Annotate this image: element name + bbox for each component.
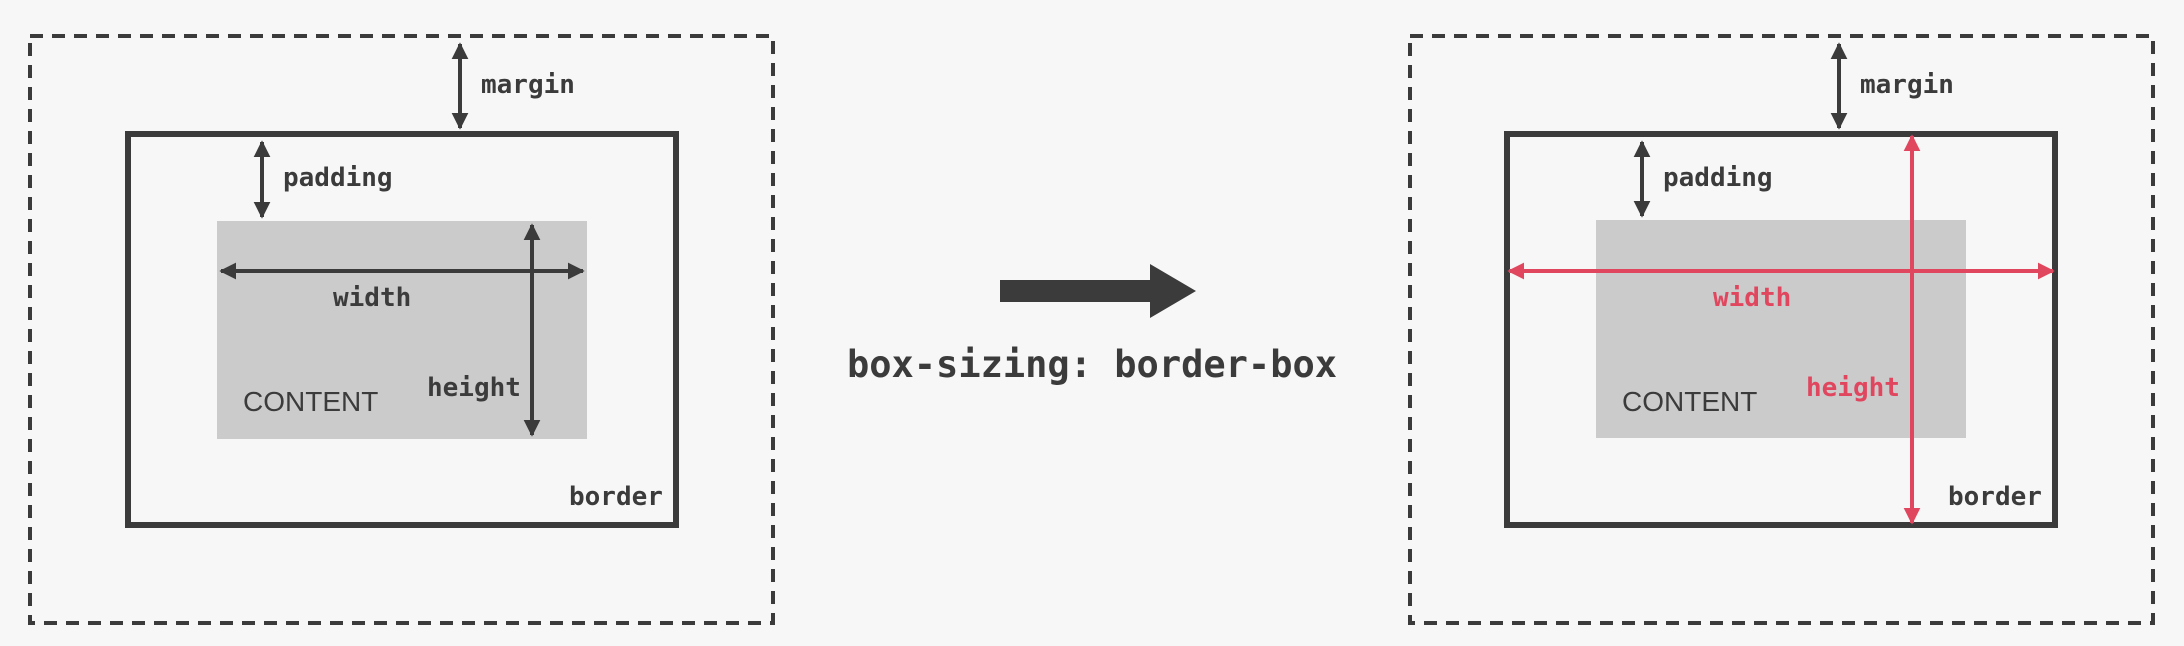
margin-outline [1408,34,2155,625]
border-box [1504,131,2058,528]
transition: box-sizing: border-box [847,264,1337,386]
margin-label: margin [481,70,575,100]
margin-label: margin [1860,70,1954,100]
border-box-model: margin padding CONTENT border width heig… [1408,34,2155,625]
border-label: border [1948,482,2042,512]
content-label: CONTENT [243,386,378,417]
height-label: height [1806,373,1900,403]
width-label: width [1713,283,1791,313]
content-box-model: margin padding width height CONTENT bord… [28,34,775,625]
right-arrow-icon [1000,264,1196,318]
content-label: CONTENT [1622,386,1757,417]
width-label: width [333,283,411,313]
border-label: border [569,482,663,512]
padding-label: padding [1663,163,1773,193]
box-sizing-caption: box-sizing: border-box [847,343,1337,386]
height-label: height [427,373,521,403]
border-box [125,131,679,528]
padding-label: padding [283,163,393,193]
margin-outline [28,34,775,625]
